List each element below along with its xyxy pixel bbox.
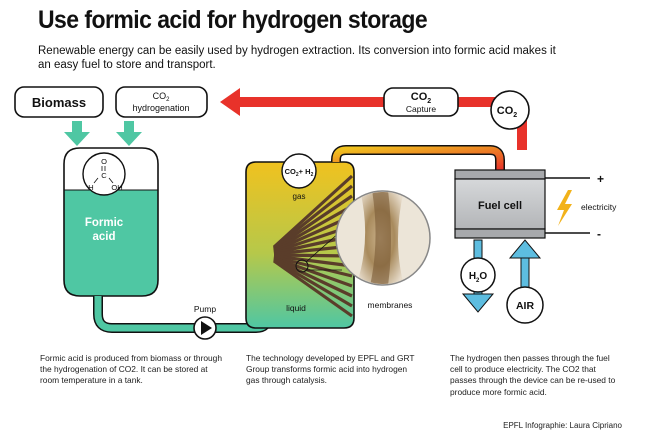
- co2-hydrogenation-label: hydrogenation: [132, 103, 189, 113]
- tank-label-line1: Formic: [85, 217, 124, 229]
- biomass-label: Biomass: [32, 95, 86, 110]
- tank-label-line2: acid: [92, 231, 115, 243]
- pump-icon: [201, 321, 212, 335]
- air-label: AIR: [516, 300, 535, 312]
- membrane-focus-ring: [295, 259, 309, 273]
- fuel-cell-top-plate: [454, 169, 546, 180]
- description-right: The hydrogen then passes through the fue…: [450, 353, 616, 397]
- gas-bubble-formula: CO2+ H2: [285, 167, 314, 178]
- co2-output-circle: [490, 90, 530, 130]
- tank-to-reactor-pipe: [93, 296, 273, 333]
- membrane-magnifier: [335, 190, 431, 286]
- biomass-box: [14, 86, 104, 118]
- air-circle: [506, 286, 544, 324]
- gas-label: gas: [293, 192, 306, 201]
- co2-capture-box: [383, 87, 459, 117]
- molecule-h: H: [88, 183, 93, 192]
- co2-hydrogenation-box: [115, 86, 208, 118]
- co2-capture-label: Capture: [406, 104, 437, 114]
- molecule-o: O: [101, 157, 107, 166]
- fuel-cell-body: [454, 178, 546, 230]
- molecule-c: C: [101, 171, 107, 180]
- plus-sign: +: [597, 172, 604, 186]
- co2-output-label: CO2: [497, 105, 518, 119]
- credit-line: EPFL Infographie: Laura Cipriano: [503, 421, 622, 430]
- lightning-icon: [557, 190, 572, 226]
- description-middle: The technology developed by EPFL and GRT…: [246, 353, 415, 386]
- co2-hydrogenation-formula: CO2: [153, 91, 171, 103]
- h2o-circle: [460, 257, 496, 293]
- tank-liquid: [64, 190, 158, 296]
- electricity-label: electricity: [581, 202, 617, 212]
- co2-return-pipe: [236, 97, 527, 150]
- description-left: Formic acid is produced from biomass or …: [40, 353, 222, 386]
- page-title: Use formic acid for hydrogen storage: [38, 6, 428, 34]
- air-up-arrow: [508, 239, 542, 289]
- molecule-oh: OH: [111, 183, 122, 192]
- minus-sign: -: [597, 227, 601, 241]
- gas-bubble: [281, 153, 317, 189]
- pump-label: Pump: [194, 304, 216, 314]
- fuel-cell-label: Fuel cell: [478, 200, 522, 212]
- hydrogenation-feed-arrow: [116, 121, 142, 146]
- membranes-label: membranes: [368, 300, 413, 310]
- h2o-label: H2O: [469, 271, 488, 284]
- page-subtitle: Renewable energy can be easily used by h…: [38, 45, 556, 71]
- liquid-label: liquid: [286, 303, 306, 313]
- co2-return-arrowhead: [220, 88, 240, 116]
- fuel-cell-bottom-plate: [454, 228, 546, 239]
- co2-capture-formula: CO2: [411, 91, 432, 105]
- formic-acid-molecule: [82, 152, 126, 196]
- biomass-feed-arrow: [64, 121, 90, 146]
- tank-outline: [63, 147, 159, 297]
